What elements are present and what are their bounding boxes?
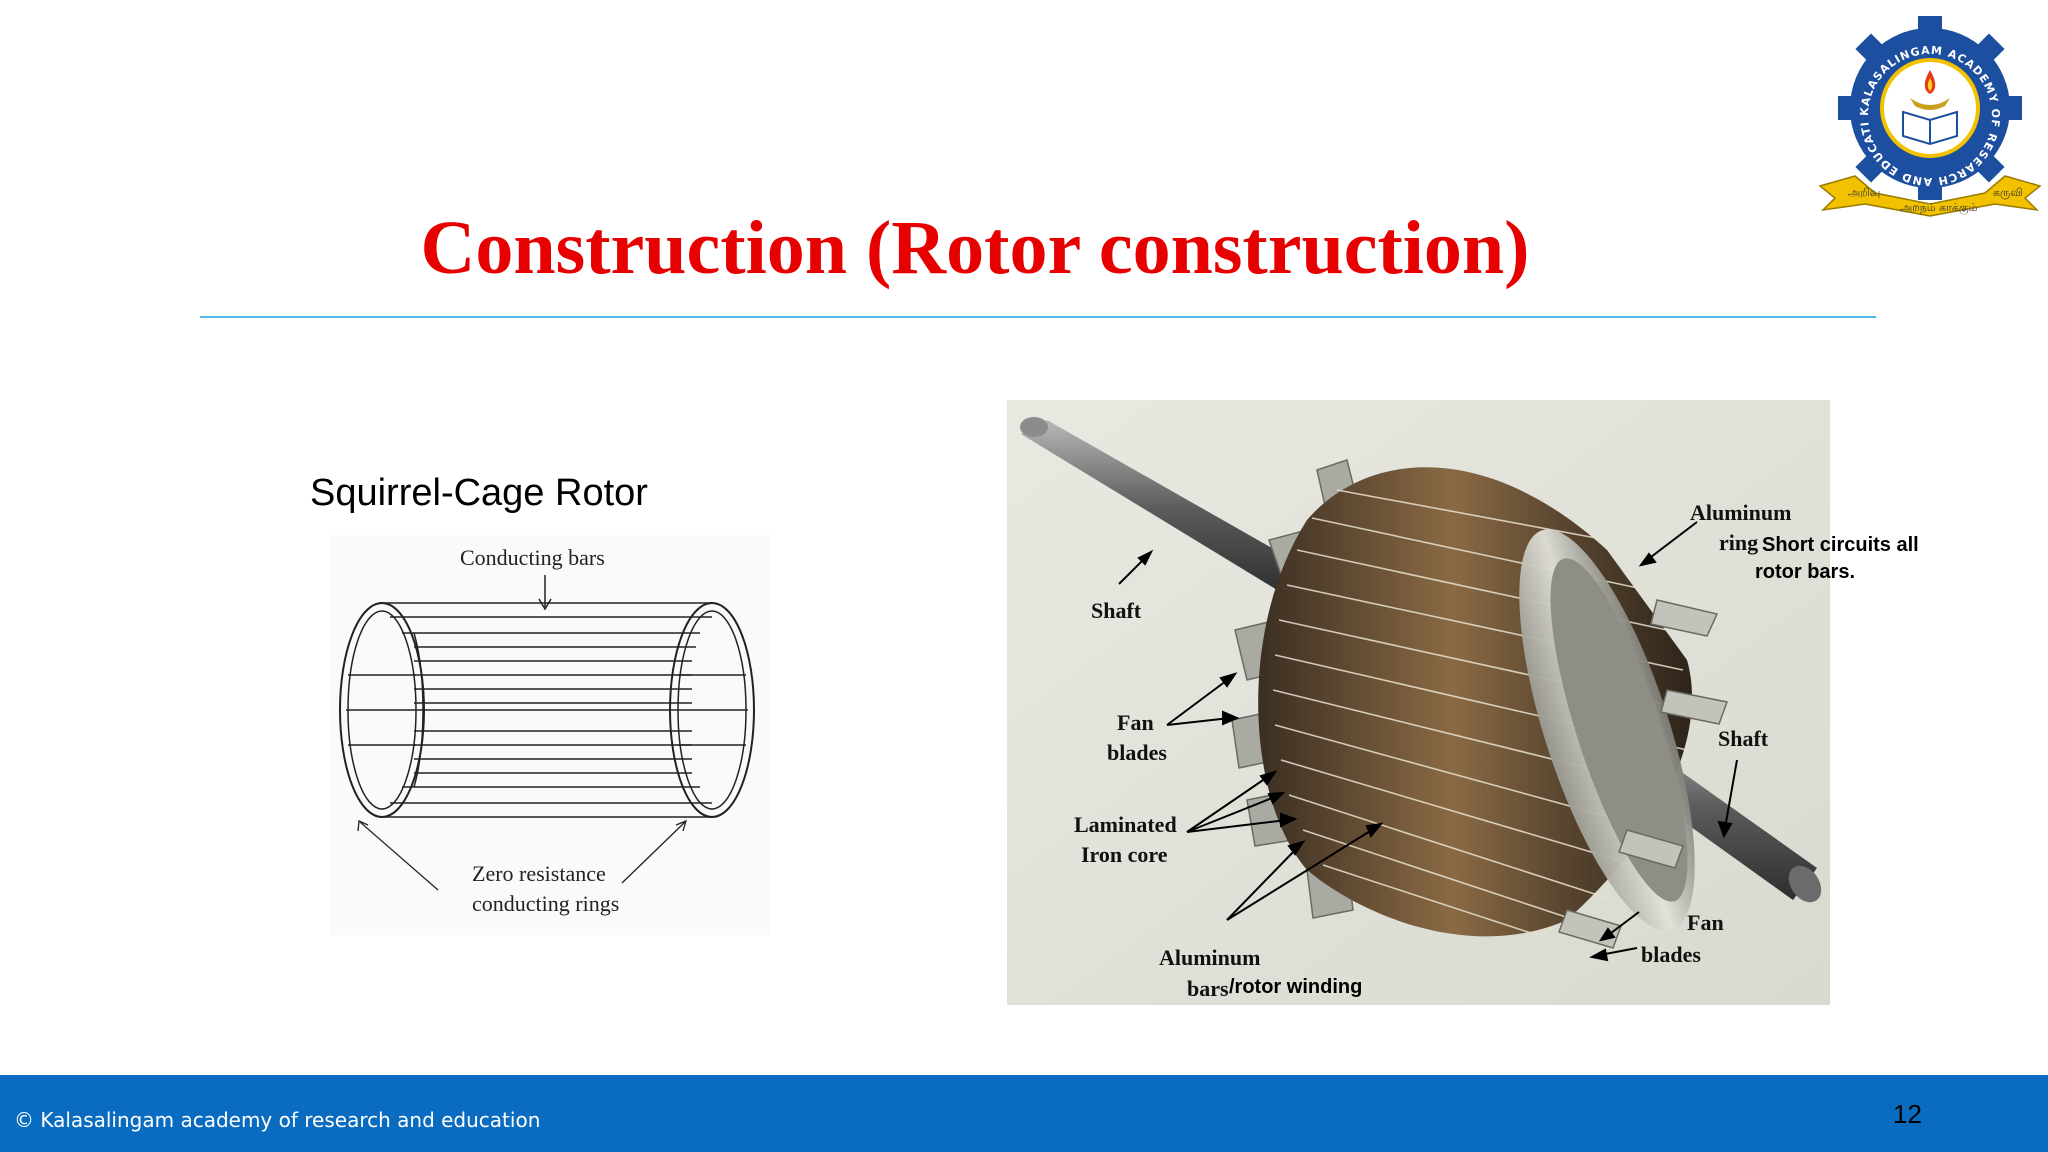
squirrel-cage-diagram: Conducting bars xyxy=(330,535,770,935)
label-fan-left-1: Fan xyxy=(1117,710,1154,735)
logo-ribbon-left: அறிவு xyxy=(1848,186,1880,199)
label-laminated-2: Iron core xyxy=(1081,842,1168,867)
label-rotor-winding: /rotor winding xyxy=(1229,976,1362,998)
institution-logo: KALASALINGAM ACADEMY OF RESEARCH AND EDU… xyxy=(1815,8,2042,217)
label-shaft-right: Shaft xyxy=(1718,726,1769,751)
logo-ribbon-right: கருவி xyxy=(1993,186,2023,199)
label-conducting-bars: Conducting bars xyxy=(460,545,605,570)
logo-ribbon-center: அறநம் காக்கும் xyxy=(1900,201,1978,216)
title-divider xyxy=(200,316,1876,318)
note-short-circuits-2: rotor bars. xyxy=(1755,561,1856,583)
label-fan-left-2: blades xyxy=(1107,740,1167,765)
label-fan-right-1: Fan xyxy=(1687,910,1724,935)
label-conducting-rings: conducting rings xyxy=(472,891,619,916)
page-number: 12 xyxy=(1893,1099,1922,1129)
footer-copyright: © Kalasalingam academy of research and e… xyxy=(14,1108,541,1132)
label-aluminum-bars-1: Aluminum xyxy=(1159,945,1260,970)
rotor-photo: Shaft Fan blades Laminated Iron core Alu… xyxy=(1007,400,1830,1005)
note-short-circuits-1: Short circuits all xyxy=(1762,534,1919,556)
squirrel-cage-heading: Squirrel-Cage Rotor xyxy=(310,472,648,514)
label-aluminum-bars-2: bars xyxy=(1187,976,1229,1001)
label-shaft-left: Shaft xyxy=(1091,598,1142,623)
label-fan-right-2: blades xyxy=(1641,942,1701,967)
label-zero-resistance: Zero resistance xyxy=(472,861,606,886)
label-laminated-1: Laminated xyxy=(1074,812,1177,837)
slide-title: Construction (Rotor construction) xyxy=(0,205,1950,292)
label-aluminum-ring-2: ring xyxy=(1719,530,1758,555)
footer-bar xyxy=(0,1075,2048,1152)
slide-title-text: Construction (Rotor construction) xyxy=(420,206,1530,290)
label-aluminum-ring-1: Aluminum xyxy=(1690,500,1791,525)
